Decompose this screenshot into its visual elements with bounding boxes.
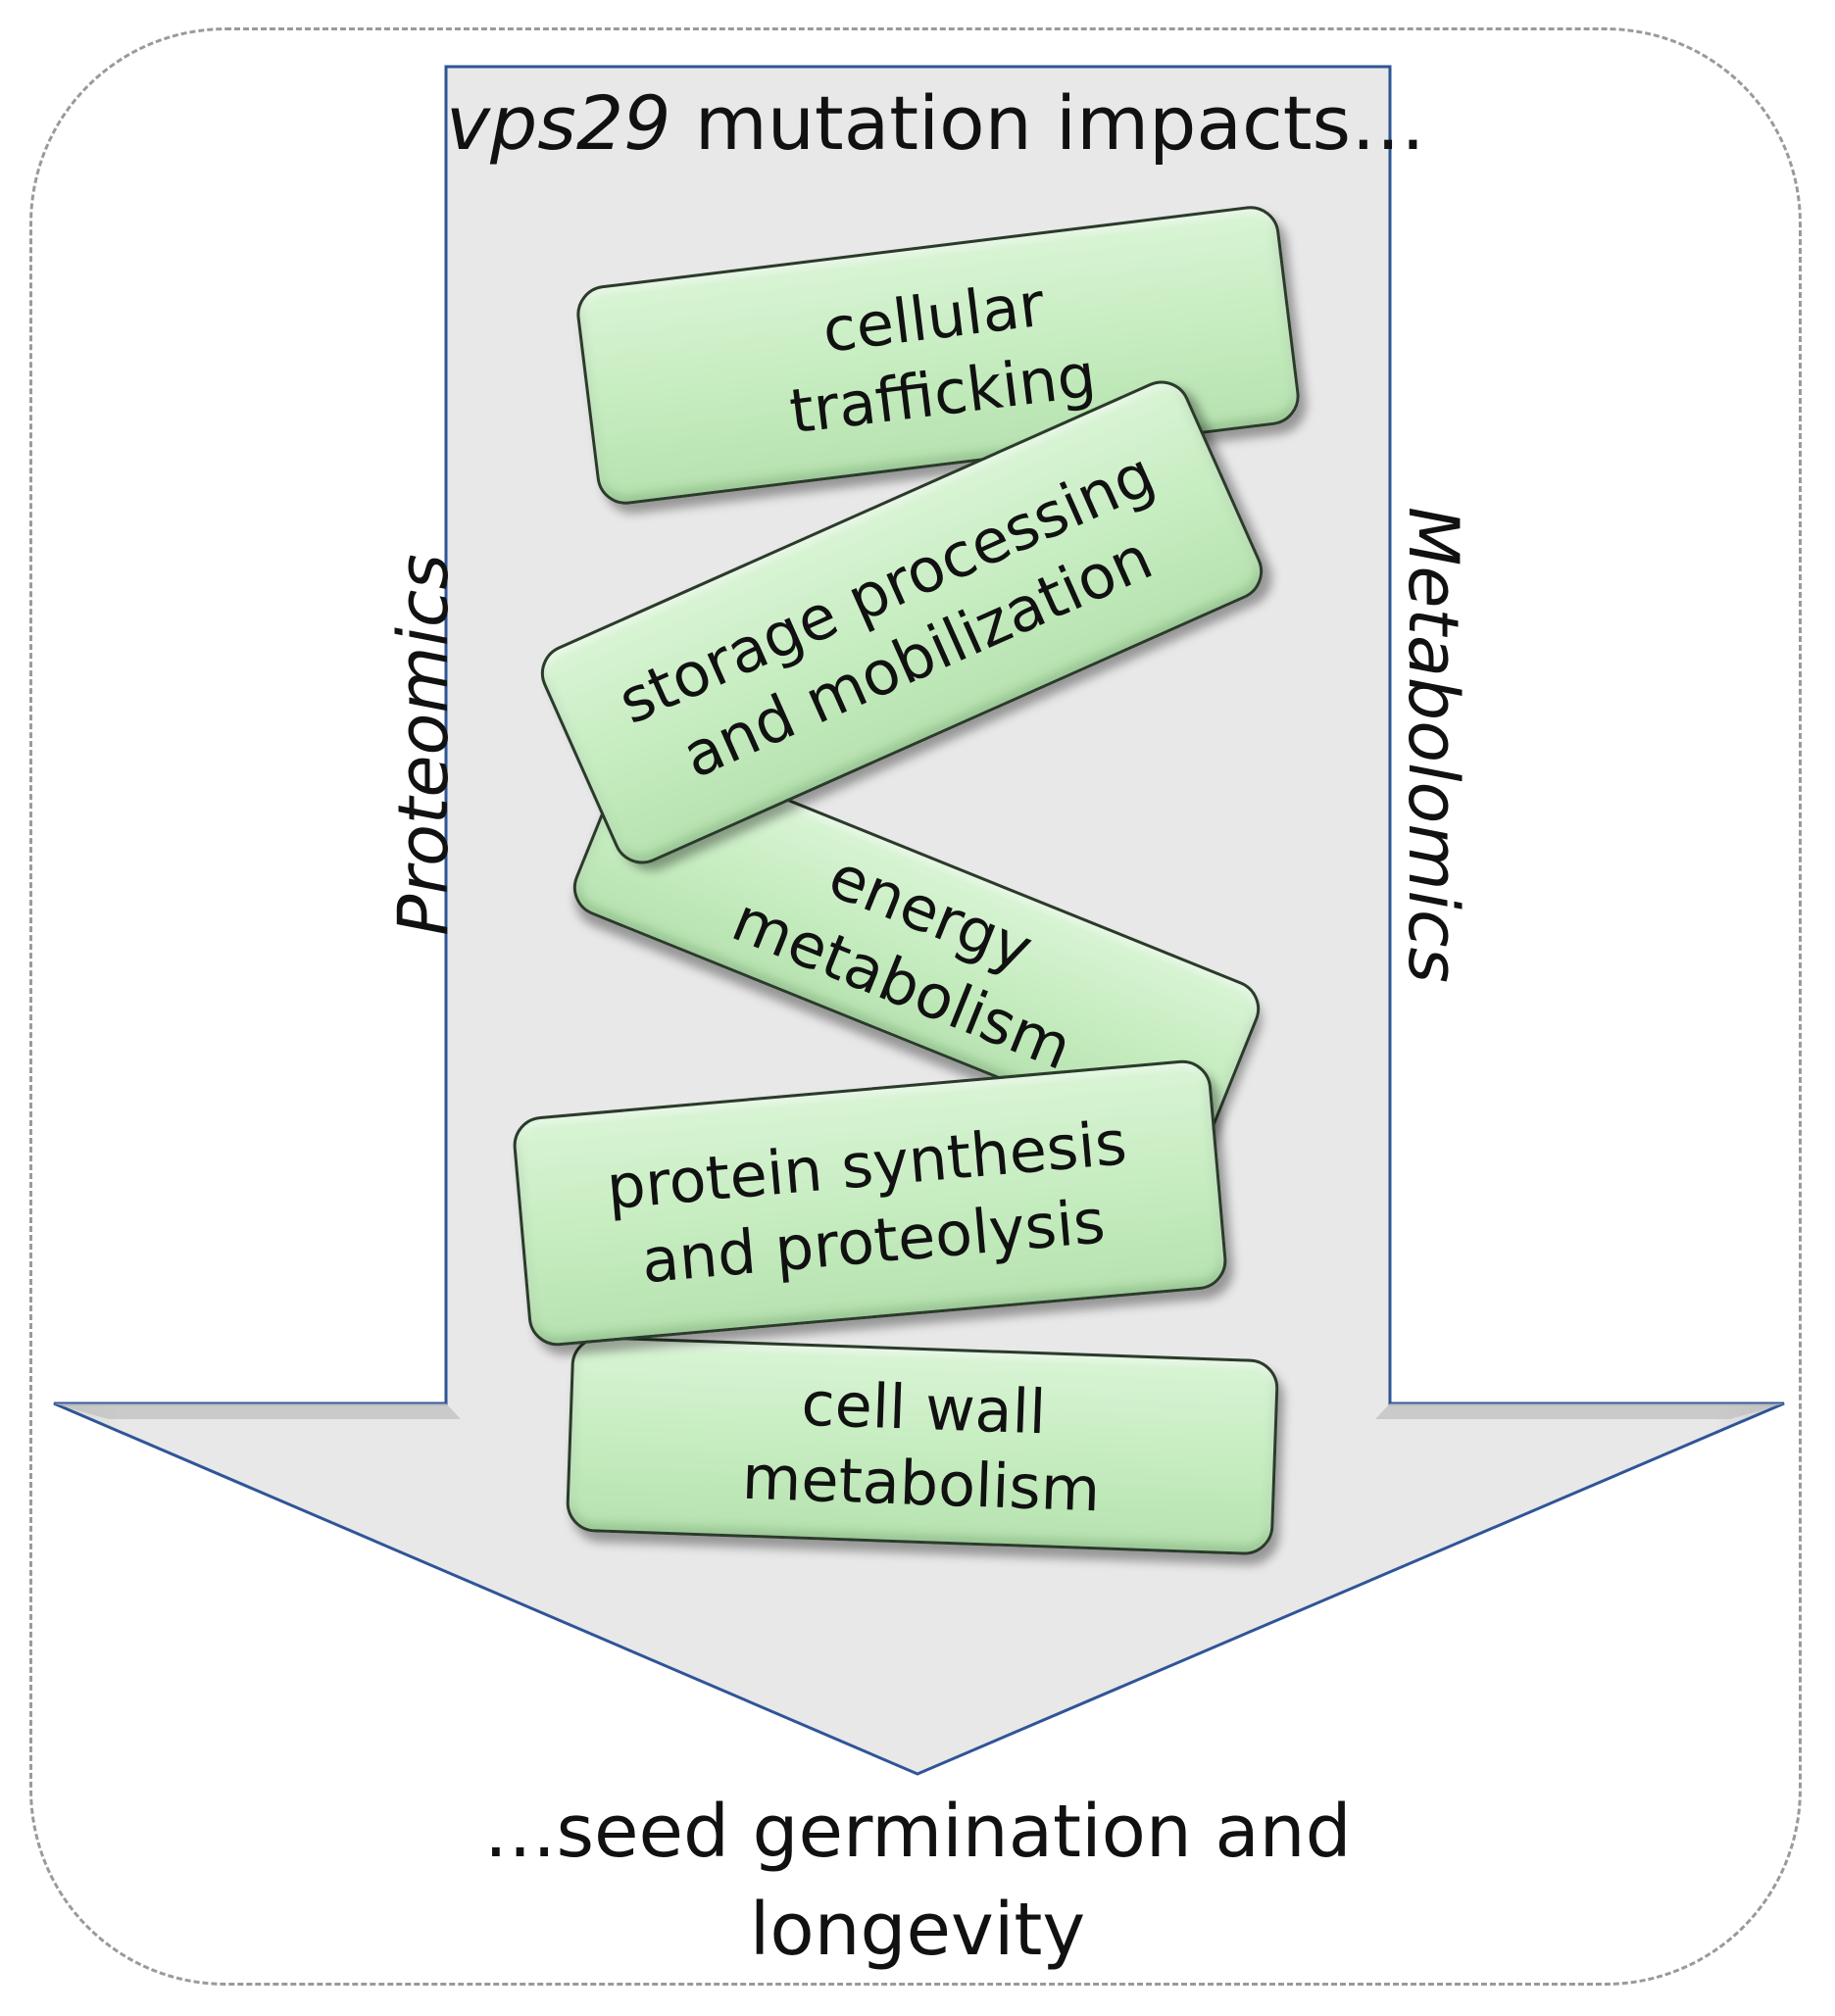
- outcome-line2: longevity: [749, 1887, 1086, 1972]
- metabolomics-label: Metabolomics: [1393, 507, 1473, 983]
- box-cellwall-line1: cell wall: [800, 1367, 1048, 1448]
- box-cellwall-line2: metabolism: [740, 1441, 1102, 1526]
- arrow-bevel-right: [1375, 1403, 1784, 1419]
- outcome-text: …seed germination and longevity: [378, 1784, 1457, 1980]
- dashed-frame: [29, 27, 1802, 1986]
- proteomics-label: Proteomics: [383, 554, 464, 936]
- arrow-bevel-left: [54, 1403, 461, 1419]
- box-cell-wall-metabolism: cell wall metabolism: [565, 1335, 1280, 1556]
- diagram-title: vps29 mutation impacts…: [446, 86, 1425, 161]
- title-rest: mutation impacts…: [670, 79, 1426, 167]
- gene-name: vps29: [446, 79, 671, 167]
- outcome-line1: …seed germination and: [483, 1790, 1352, 1874]
